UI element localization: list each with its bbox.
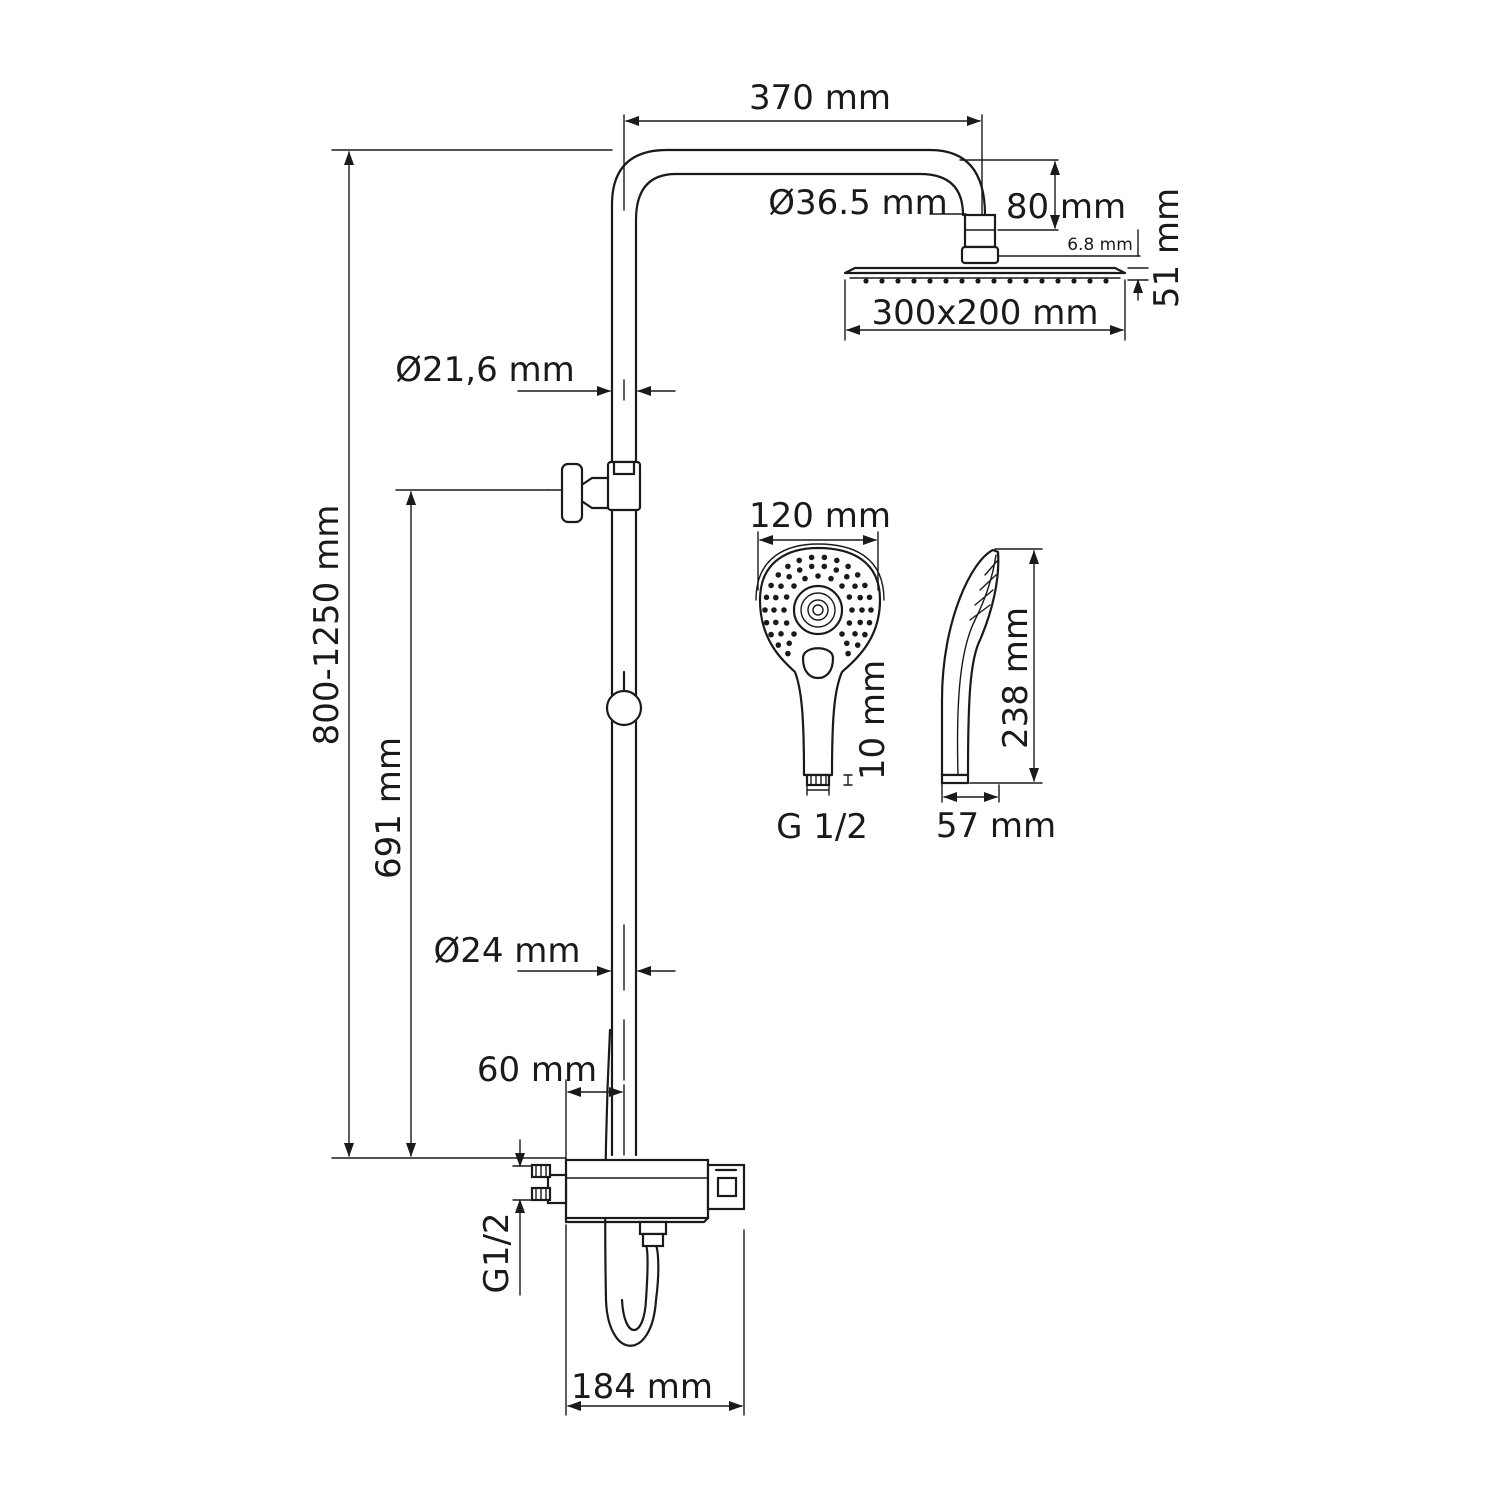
overhead-shower-head [843, 266, 1127, 284]
dim-arm-diameter: Ø36.5 mm [768, 183, 948, 223]
dim-pipe-offset: 60 mm [477, 1050, 597, 1090]
dim-handshower-depth: 57 mm [936, 806, 1056, 846]
handshower-side-view [940, 548, 1000, 785]
dimension-lines [331, 114, 1149, 1416]
dim-head-size: 300x200 mm [872, 293, 1099, 333]
dim-handshower-thread: G 1/2 [776, 807, 868, 847]
dimension-labels: 370 mm Ø36.5 mm 80 mm 6.8 mm 51 mm 300x2… [307, 78, 1187, 1407]
shower-hose [604, 1028, 660, 1347]
dim-arm-length: 370 mm [749, 78, 891, 118]
dim-upper-pipe-diameter: Ø21,6 mm [395, 350, 575, 390]
dim-arm-drop: 80 mm [1006, 187, 1126, 227]
handshower-front-view [755, 543, 885, 787]
riser-pipe-inner [634, 172, 965, 1157]
thermostatic-mixer [530, 1158, 746, 1248]
height-adjust-knob [605, 670, 643, 727]
dim-handshower-neck: 10 mm [853, 660, 893, 780]
dim-inlet-thread: G1/2 [477, 1212, 517, 1293]
dim-head-height: 51 mm [1147, 188, 1187, 308]
head-connector [960, 213, 1000, 265]
dim-handshower-width: 120 mm [749, 496, 891, 536]
dim-head-connector: 6.8 mm [1067, 235, 1133, 255]
dim-holder-height: 691 mm [369, 737, 409, 879]
handshower-holder [547, 460, 642, 524]
dim-handshower-length: 238 mm [996, 607, 1036, 749]
shower-column [530, 148, 1127, 1347]
riser-pipe-outer [610, 148, 987, 1157]
dim-mixer-width: 184 mm [571, 1367, 713, 1407]
dim-lower-pipe-diameter: Ø24 mm [433, 931, 580, 971]
dim-total-height: 800-1250 mm [307, 505, 347, 746]
